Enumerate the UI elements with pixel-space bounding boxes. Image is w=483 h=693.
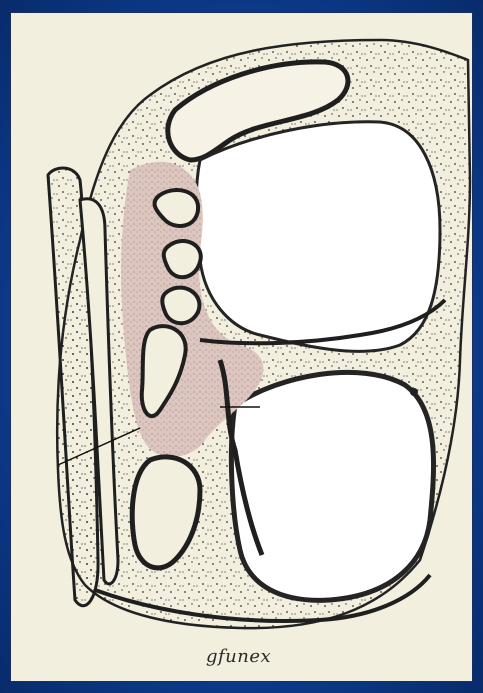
artist-signature: gfunex <box>206 646 271 667</box>
maxillary-sinus-lower <box>231 372 433 600</box>
ethmoid-cell-3 <box>162 288 199 324</box>
maxillary-sinus-upper <box>196 122 440 352</box>
ostium-dot <box>410 388 418 396</box>
ethmoid-cell-2 <box>164 241 201 277</box>
